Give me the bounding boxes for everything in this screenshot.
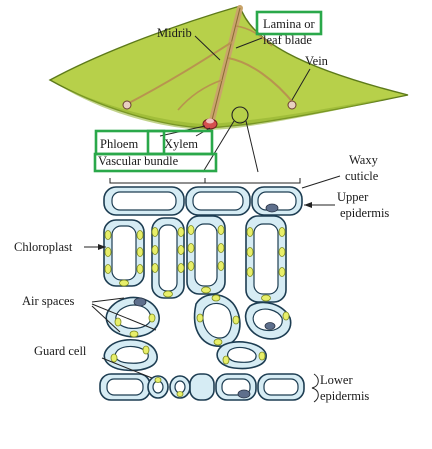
label-phloem: Phloem [100,137,138,151]
arrow-chloroplast [98,244,106,250]
spongy-cells [103,293,292,372]
palisade-cells [103,215,287,303]
label-waxy: Waxy [349,153,379,167]
leader-air-2 [91,303,157,331]
label-lower-1: Lower [320,373,353,387]
label-upper-1: Upper [337,190,369,204]
leader-lamina [235,37,263,49]
label-cuticle: cuticle [345,169,379,183]
lower-epidermis-cells [99,373,305,401]
label-lamina-1: Lamina or [263,17,316,31]
leader-cuticle [301,175,341,189]
label-lower-2: epidermis [320,389,369,403]
label-xylem: Xylem [164,137,198,151]
leaf-blade [48,5,409,130]
bracket-lower-epidermis [311,373,319,403]
label-vein: Vein [305,54,329,68]
highlight-lamina [255,10,323,36]
leader-vein [291,68,311,101]
leader-guard-cell [101,357,153,379]
label-lamina-2: leaf blade [263,33,312,47]
label-chloroplast: Chloroplast [14,240,73,254]
leader-midrib [194,35,221,61]
midrib-vein [124,5,296,123]
label-guard-cell: Guard cell [34,344,87,358]
magnifier-callout [202,106,259,173]
label-upper-2: epidermis [340,206,389,220]
cuticle-bracket [109,178,301,184]
leader-air-1 [91,297,125,303]
highlight-vascular-bundle [93,152,218,173]
label-air-spaces: Air spaces [22,294,75,308]
arrow-upper-epidermis [304,202,312,208]
upper-epidermis-cells [103,186,303,216]
vascular-bundle-cross-section [122,100,297,130]
label-vascular-bundle: Vascular bundle [98,154,179,168]
label-midrib: Midrib [157,26,192,40]
leader-air-3 [91,305,121,333]
